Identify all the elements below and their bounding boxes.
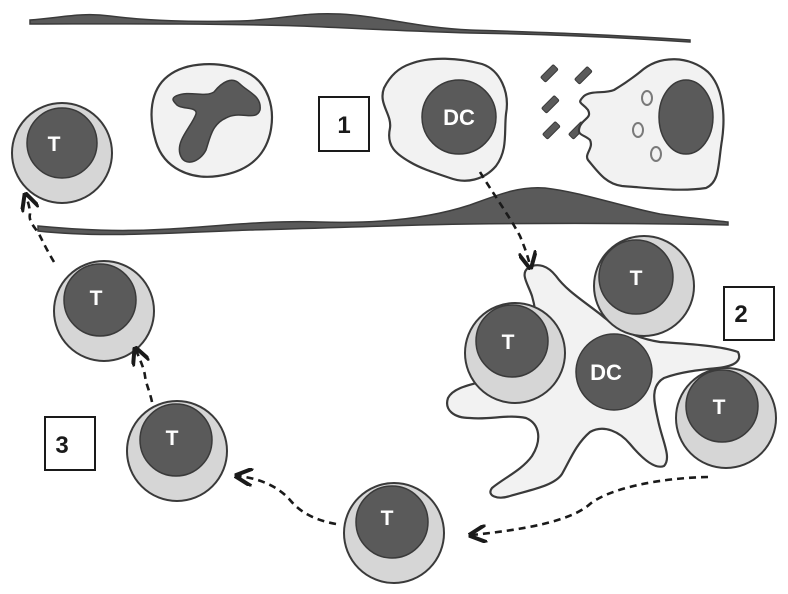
svg-text:T: T <box>90 287 103 310</box>
svg-text:T: T <box>166 427 179 450</box>
step-2-box: 2 <box>723 286 775 341</box>
mast-cell-nucleus <box>658 79 714 155</box>
migration-arrows <box>26 171 709 535</box>
neutrophil-cell <box>150 63 274 178</box>
svg-text:T: T <box>713 396 726 419</box>
mast-cell <box>577 58 725 191</box>
dc-label-vessel: DC <box>443 105 475 130</box>
mast-cell-granule <box>632 122 644 138</box>
vessel-top-wall <box>29 12 691 43</box>
dc-label-lymph: DC <box>590 360 622 385</box>
dc-nucleus-vessel <box>421 79 497 155</box>
dendritic-cell-vessel: DC <box>381 57 508 182</box>
t-cell: T <box>11 102 113 204</box>
arrow-t2-to-t1 <box>26 196 56 263</box>
neutrophil-nucleus <box>172 79 261 163</box>
svg-text:T: T <box>502 331 515 354</box>
svg-text:T: T <box>381 507 394 530</box>
t-cell: T <box>675 367 777 469</box>
t-cell: T <box>126 400 228 502</box>
arrow-t-to-t3 <box>238 476 337 526</box>
dc-nucleus-lymph <box>575 333 653 411</box>
t-cell: T <box>53 260 155 362</box>
t-cell: T <box>593 235 695 337</box>
arrow-t3-to-t2 <box>136 350 154 403</box>
dendritic-cell-lymph: DC <box>446 264 741 499</box>
svg-text:T: T <box>48 133 61 156</box>
arrow-lymph-to-t <box>472 475 709 535</box>
mast-cell-granule <box>650 146 662 162</box>
mast-cell-granule <box>641 90 653 106</box>
step-3-box: 3 <box>44 416 96 471</box>
t-cell: T <box>464 302 566 404</box>
step-2-label: 2 <box>734 301 747 328</box>
step-1-box: 1 <box>318 96 370 152</box>
t-cell: T <box>343 482 445 584</box>
vessel-bottom-wall <box>37 186 729 236</box>
svg-text:T: T <box>630 267 643 290</box>
arrow-dc-to-lymph <box>478 171 530 266</box>
blood-vessel <box>29 12 729 236</box>
step-1-label: 1 <box>337 112 350 139</box>
step-3-label: 3 <box>55 432 68 459</box>
